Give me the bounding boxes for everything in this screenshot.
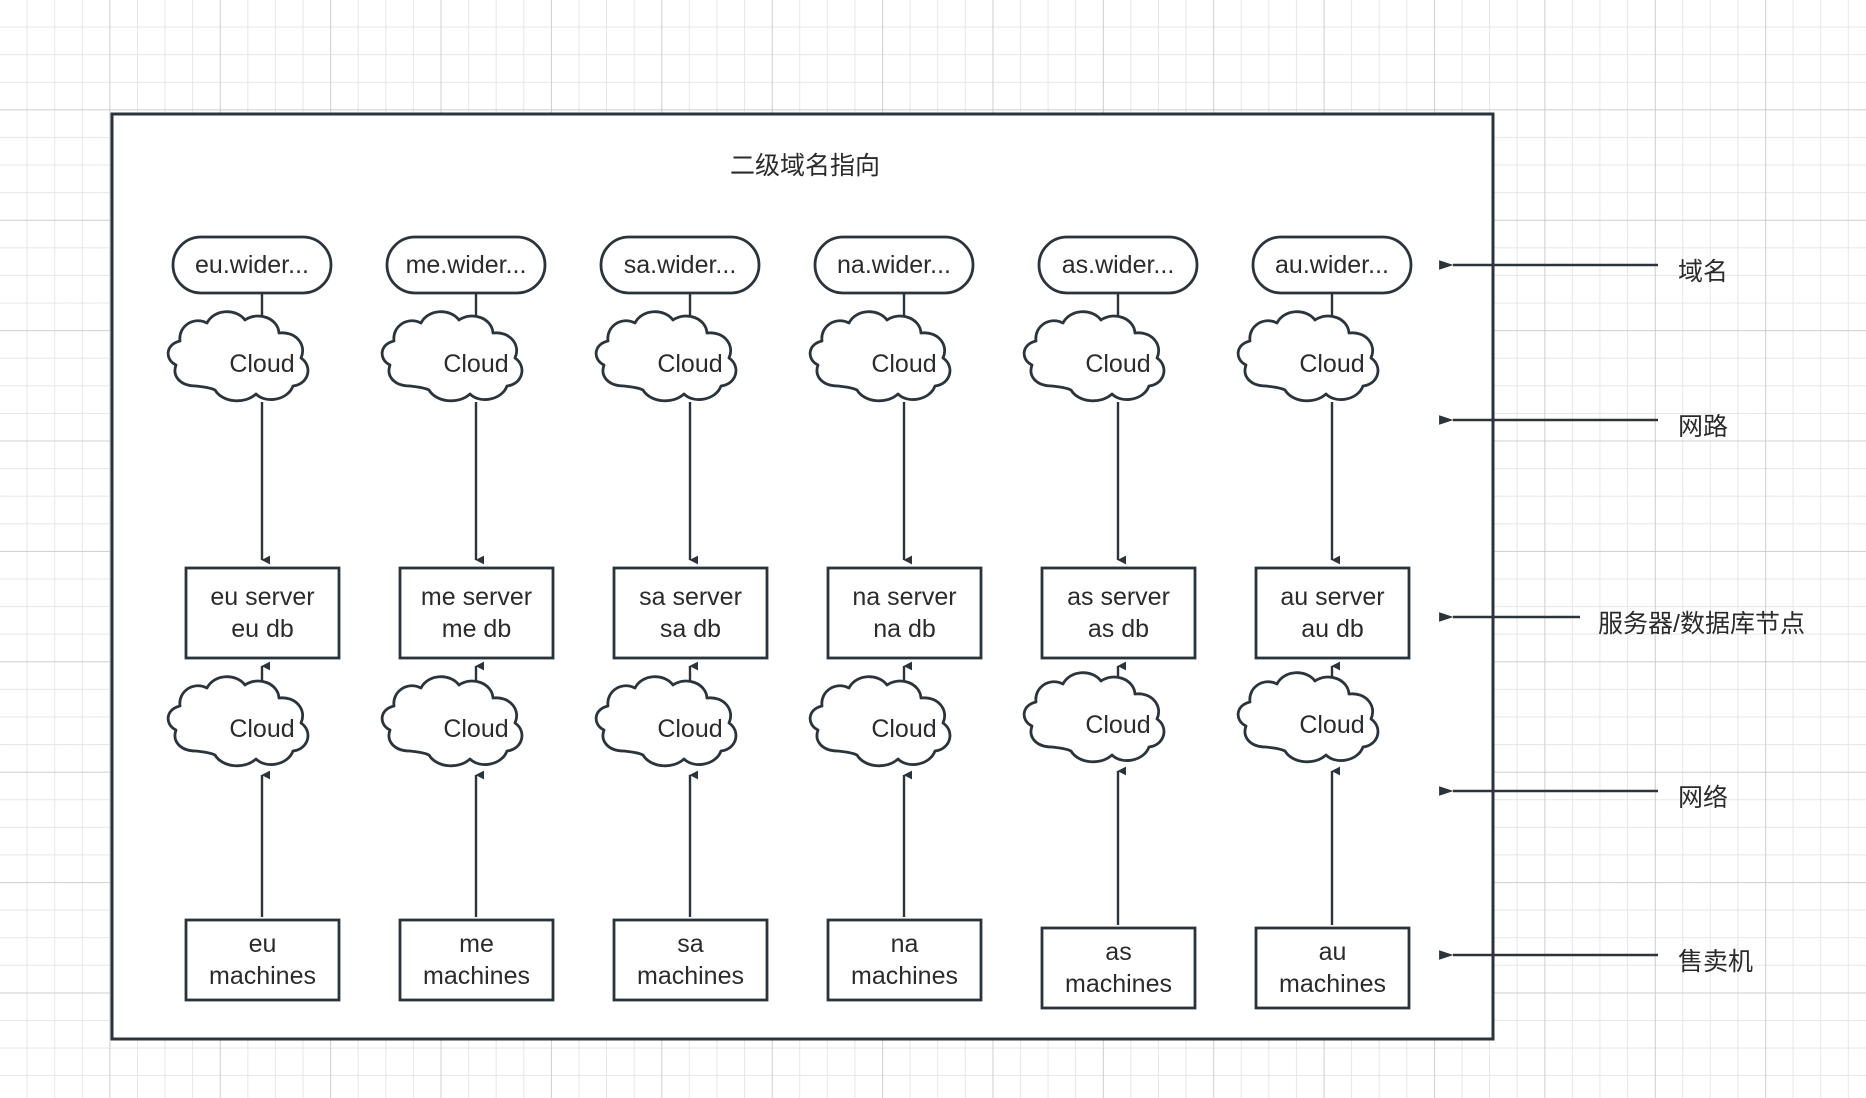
column-na xyxy=(808,235,983,1002)
server-node-au[interactable] xyxy=(1254,566,1411,660)
column-sa xyxy=(594,235,769,1002)
server-node-me[interactable] xyxy=(398,566,555,660)
cloud-node-eu-bottom[interactable] xyxy=(166,675,310,768)
domain-node-au[interactable] xyxy=(1251,235,1413,295)
machines-node-me[interactable] xyxy=(398,918,555,1002)
domain-node-na[interactable] xyxy=(813,235,975,295)
server-node-as[interactable] xyxy=(1040,566,1197,660)
cloud-node-me-top[interactable] xyxy=(380,310,524,403)
side-label-server: 服务器/数据库节点 xyxy=(1598,610,1805,638)
side-label-vending: 售卖机 xyxy=(1678,948,1754,976)
domain-node-sa[interactable] xyxy=(599,235,761,295)
cloud-node-au-top[interactable] xyxy=(1236,310,1380,403)
machines-node-au[interactable] xyxy=(1254,926,1411,1010)
column-eu xyxy=(166,235,341,1002)
machines-node-na[interactable] xyxy=(826,918,983,1002)
cloud-node-me-bottom[interactable] xyxy=(380,675,524,768)
cloud-node-sa-top[interactable] xyxy=(594,310,738,403)
side-label-network: 网络 xyxy=(1678,784,1729,812)
cloud-node-sa-bottom[interactable] xyxy=(594,675,738,768)
cloud-node-na-top[interactable] xyxy=(808,310,952,403)
page-title: 二级域名指向 xyxy=(730,152,881,180)
side-label-domain: 域名 xyxy=(1678,258,1729,286)
column-as xyxy=(1022,235,1199,1010)
server-node-na[interactable] xyxy=(826,566,983,660)
server-node-eu[interactable] xyxy=(184,566,341,660)
cloud-node-eu-top[interactable] xyxy=(166,310,310,403)
machines-node-eu[interactable] xyxy=(184,918,341,1002)
column-au xyxy=(1236,235,1413,1010)
machines-node-as[interactable] xyxy=(1040,926,1197,1010)
column-me xyxy=(380,235,555,1002)
server-node-sa[interactable] xyxy=(612,566,769,660)
side-label-netpath: 网路 xyxy=(1678,413,1729,441)
cloud-node-au-bottom[interactable] xyxy=(1236,671,1380,764)
cloud-node-as-top[interactable] xyxy=(1022,310,1166,403)
domain-node-as[interactable] xyxy=(1037,235,1199,295)
machines-node-sa[interactable] xyxy=(612,918,769,1002)
domain-node-me[interactable] xyxy=(385,235,547,295)
cloud-node-na-bottom[interactable] xyxy=(808,675,952,768)
domain-node-eu[interactable] xyxy=(171,235,333,295)
cloud-node-as-bottom[interactable] xyxy=(1022,671,1166,764)
